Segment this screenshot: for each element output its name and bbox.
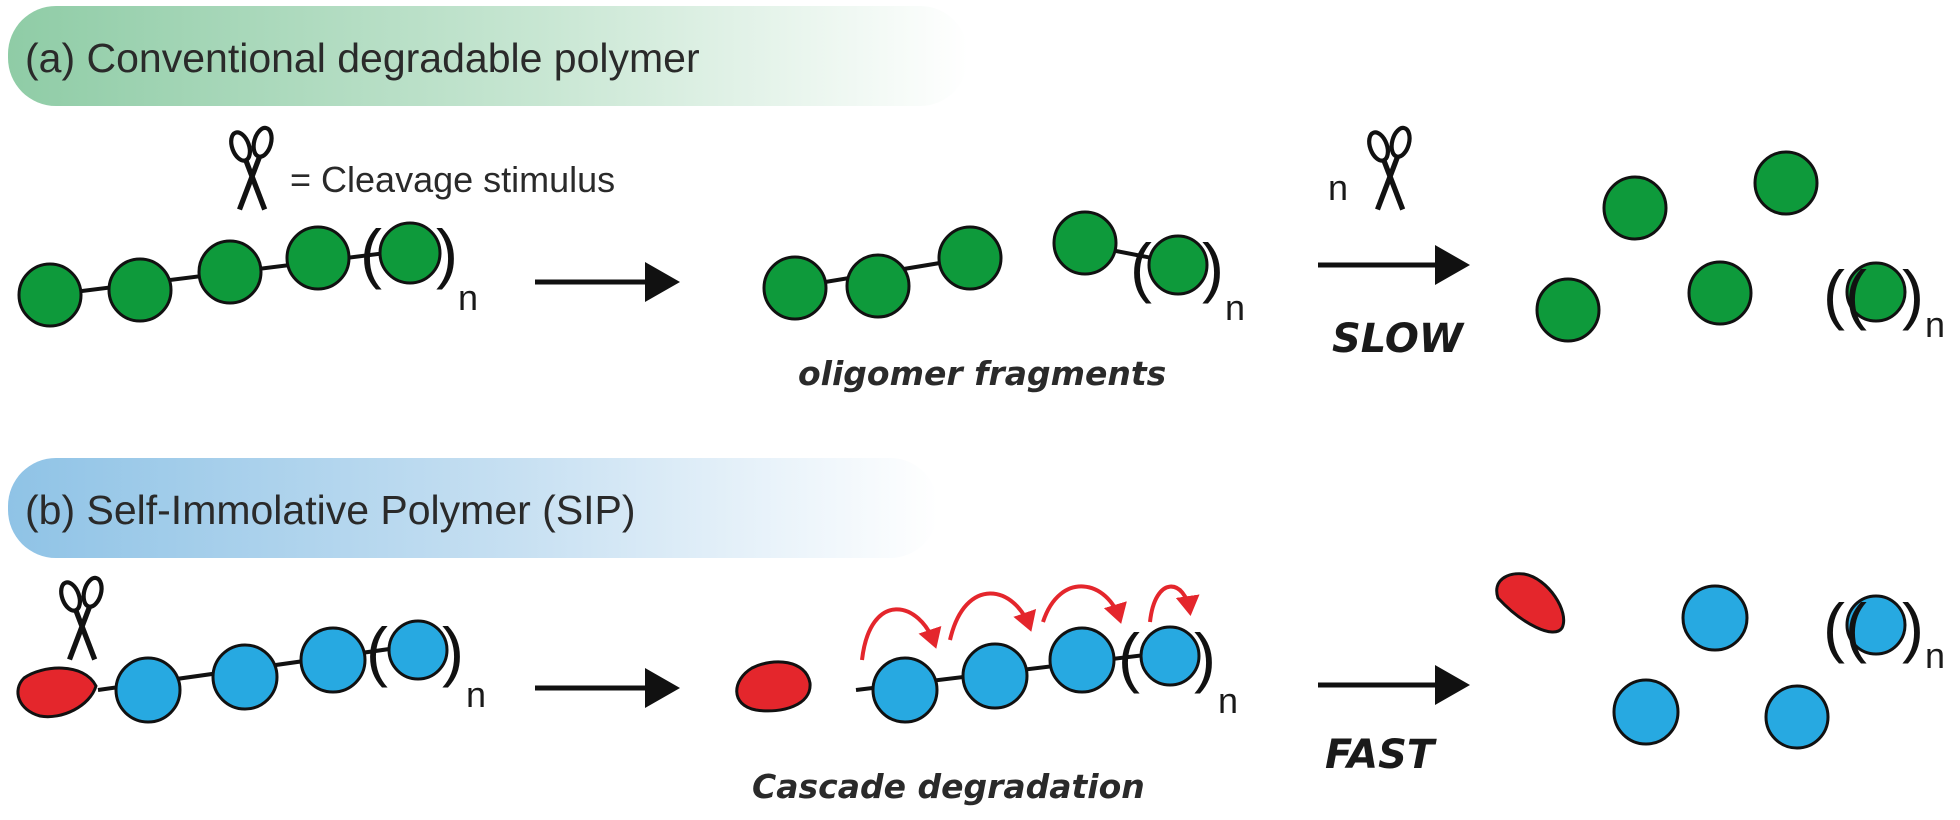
green-monomer (1845, 261, 1907, 323)
free-blue-monomers: (( ) n (1495, 572, 1945, 750)
blue-monomer (211, 643, 279, 711)
red-curved-arrow-icon (948, 591, 1037, 641)
repeat-n: n (1925, 635, 1945, 676)
paren-open: ( (360, 216, 382, 290)
green-monomer (1602, 175, 1668, 241)
blue-monomer (1612, 678, 1680, 746)
panel-b: (b) Self-Immolative Polymer (SIP) ( ) n … (8, 458, 1945, 806)
paren-open: ( (1130, 230, 1152, 304)
green-monomer (378, 221, 442, 285)
green-monomer (1052, 210, 1118, 276)
repeat-n: n (1225, 287, 1245, 328)
red-end-cap (16, 666, 98, 719)
blue-monomer (387, 619, 449, 681)
paren-close: ) (1202, 230, 1224, 304)
red-curved-arrow-icon (1041, 584, 1127, 624)
repeat-n: n (1218, 680, 1238, 721)
rate-label-fast: FAST (1325, 732, 1437, 778)
stimulus-count-n: n (1328, 167, 1348, 208)
red-curved-arrow-icon (860, 607, 942, 661)
free-green-monomers: (( ) n (1535, 150, 1945, 345)
blue-monomer (1845, 594, 1907, 656)
scissors-icon (228, 126, 275, 210)
red-end-cap (1495, 572, 1566, 634)
paren-close: ) (1902, 257, 1924, 331)
green-monomer (937, 225, 1003, 291)
blue-monomer (1681, 584, 1749, 652)
blue-monomer (299, 626, 367, 694)
cascade-red-arrows (860, 584, 1200, 661)
paren-open: (( (1823, 590, 1867, 664)
paren-close: ) (436, 216, 458, 290)
oligomer-fragment-n: ( ) n (1052, 210, 1245, 328)
repeat-n: n (458, 277, 478, 318)
paren-close: ) (1902, 590, 1924, 664)
blue-monomer (114, 656, 182, 724)
green-monomer (762, 255, 828, 321)
oligomer-trimer (762, 225, 1003, 321)
panel-a-header (8, 6, 968, 106)
legend-cleavage-stimulus: = Cleavage stimulus (290, 159, 615, 200)
blue-polymer-chain: ( ) n (16, 614, 486, 724)
green-monomer (845, 253, 911, 319)
panel-a: (a) Conventional degradable polymer = Cl… (8, 6, 1945, 393)
blue-monomer (1764, 684, 1830, 750)
blue-monomer (1048, 626, 1116, 694)
green-monomer (1753, 150, 1819, 216)
rate-label-slow: SLOW (1332, 316, 1465, 362)
scissors-icon (58, 576, 105, 660)
paren-close: ) (442, 614, 464, 688)
blue-monomer (871, 656, 939, 724)
green-polymer-chain: ( ) n (17, 216, 478, 328)
caption-oligomer-fragments: oligomer fragments (798, 354, 1166, 393)
blue-monomer (1139, 625, 1201, 687)
paren-open: (( (1823, 257, 1867, 331)
scissors-icon (1366, 126, 1413, 210)
green-monomer (197, 239, 263, 305)
red-curved-arrow-icon (1148, 584, 1200, 623)
panel-a-title: (a) Conventional degradable polymer (25, 35, 700, 81)
repeat-n: n (466, 674, 486, 715)
green-monomer (285, 225, 351, 291)
blue-monomer (961, 642, 1029, 710)
paren-open: ( (1118, 620, 1140, 694)
green-monomer (107, 257, 173, 323)
panel-b-header (8, 458, 938, 558)
green-monomer (1535, 277, 1601, 343)
green-monomer (1147, 234, 1209, 296)
green-monomer (17, 262, 83, 328)
cascade-chain: ( ) n (855, 620, 1238, 724)
red-end-cap (735, 660, 812, 713)
green-monomer (1687, 260, 1753, 326)
panel-b-title: (b) Self-Immolative Polymer (SIP) (25, 487, 636, 533)
paren-close: ) (1194, 620, 1216, 694)
repeat-n: n (1925, 304, 1945, 345)
caption-cascade-degradation: Cascade degradation (752, 767, 1145, 806)
paren-open: ( (366, 614, 388, 688)
